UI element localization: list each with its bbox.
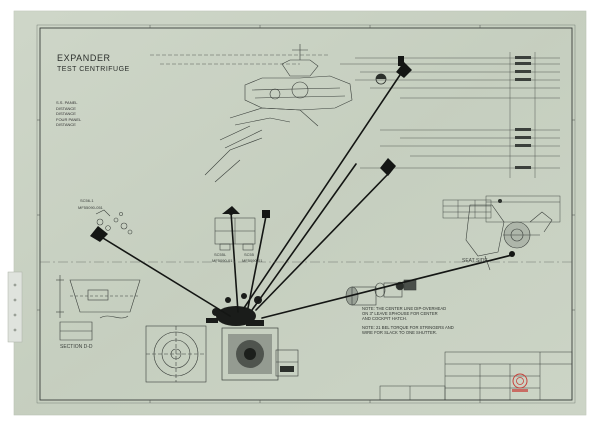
- legend-item: FOUR PANEL: [56, 116, 82, 122]
- callout-part-sc55l: MF5090-01: [212, 258, 233, 263]
- note-line: NOTE: 21 BEL TORQUE FOR STRINGERS AND: [362, 325, 454, 330]
- callout-label-sc56: SC56-1: [80, 198, 94, 203]
- callout-part-sc56: MF55090-051: [78, 205, 103, 210]
- callout-assembly-left: [95, 209, 133, 235]
- handle-upper-right: [380, 158, 396, 176]
- title-block: [379, 351, 573, 401]
- seat-side-label: SEAT SIDE: [462, 258, 488, 264]
- trapezoid-view: [56, 275, 141, 318]
- section-dd-view: [59, 315, 129, 341]
- seat-side-icon: [498, 199, 502, 203]
- seat-side-table: [442, 195, 561, 223]
- section-label: SECTION D-D: [60, 344, 93, 350]
- legend-item: DISTANCE: [56, 111, 76, 117]
- note-line: NOTE: THE CENTER LINE DIP-OVERHEAD: [362, 306, 447, 311]
- note-line: WIRE FOR SLACK TO ONE SHUTTER.: [362, 330, 437, 335]
- note-line: AND COCKPIT HATCH.: [362, 316, 407, 321]
- drawing-subtitle: TEST CENTRIFUGE: [57, 66, 130, 73]
- border-frame: [39, 27, 573, 401]
- center-module: [214, 217, 256, 251]
- frame-ticks: [37, 25, 575, 403]
- ledger-tags: [515, 56, 531, 169]
- legend-item: S.S. PANEL: [56, 100, 78, 105]
- callout-label-sc55: SC55: [244, 252, 255, 257]
- cockpit-assembly: [204, 44, 353, 183]
- binding-tab: [7, 271, 23, 343]
- notes-block: NOTE: THE CENTER LINE DIP-OVERHEAD ON 3"…: [362, 306, 454, 335]
- hub-cluster: [206, 293, 264, 326]
- handle-seat: [509, 251, 515, 257]
- approval-stamp-icon: [512, 373, 528, 392]
- cockpit-detail-icon: [375, 73, 387, 85]
- legend-list: S.S. PANEL DISTANCE DISTANCE FOUR PANEL …: [56, 100, 81, 128]
- callout-label-sc55l: SC55L: [214, 252, 227, 257]
- note-line: ON 3" LEAVE SPHOUSE FOR CENTER: [362, 311, 438, 316]
- seat-side-view: [465, 204, 553, 271]
- handle-top-right: [396, 56, 412, 78]
- legend-item: DISTANCE: [56, 122, 76, 128]
- drawing-title: EXPANDER: [57, 53, 111, 63]
- base-plan-view: [145, 325, 207, 383]
- centrifuge-hub: [221, 327, 299, 381]
- legend-item: DISTANCE: [56, 105, 76, 111]
- callout-part-sc55: MF5090-01: [242, 258, 263, 263]
- handle-mid: [262, 210, 270, 218]
- handle-left: [90, 226, 108, 242]
